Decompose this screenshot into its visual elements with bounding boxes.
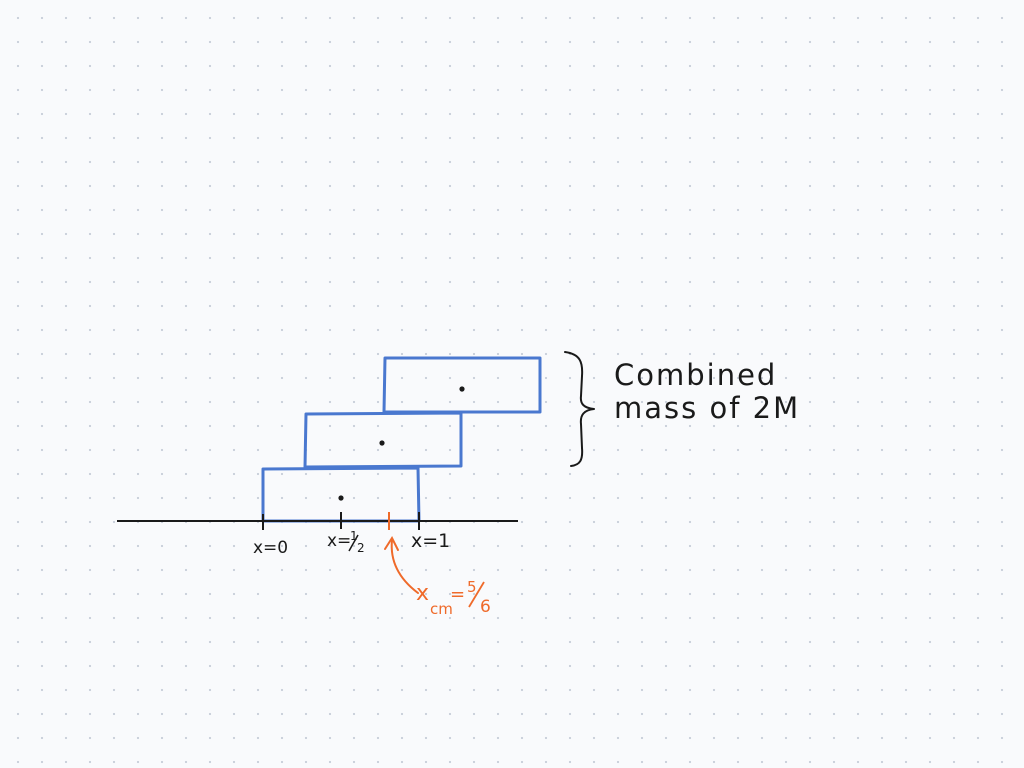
block-top xyxy=(382,356,542,414)
center-dot-top xyxy=(459,386,465,392)
curly-brace xyxy=(564,351,595,467)
brace-note-line2: mass of 2M xyxy=(614,391,800,425)
center-dot-bottom xyxy=(338,495,344,501)
label-x0: x=0 xyxy=(253,538,288,558)
com-arrow xyxy=(384,535,419,594)
svg-text:5: 5 xyxy=(467,578,477,596)
brace-note-line1: Combined xyxy=(614,358,777,392)
block-middle xyxy=(303,411,463,469)
block-stack xyxy=(261,356,542,523)
svg-text:2: 2 xyxy=(357,541,365,555)
svg-text:x=: x= xyxy=(327,531,351,551)
block-centers xyxy=(338,386,465,501)
axis-ticks xyxy=(262,512,420,530)
svg-text:6: 6 xyxy=(480,597,491,617)
com-label: x cm = 5 6 xyxy=(416,578,491,618)
svg-text:=: = xyxy=(450,584,465,605)
svg-text:1: 1 xyxy=(350,529,358,543)
label-x1: x=1 xyxy=(411,530,450,552)
center-dot-middle xyxy=(379,440,385,446)
label-x-half: x= 1 2 xyxy=(327,529,365,555)
svg-text:cm: cm xyxy=(430,600,453,618)
svg-text:x: x xyxy=(416,581,429,606)
